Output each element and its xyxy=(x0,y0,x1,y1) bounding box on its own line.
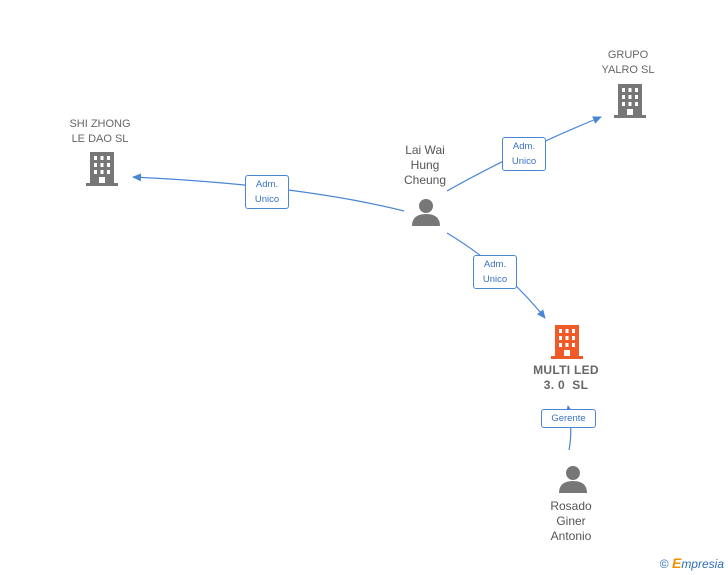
edge-badge-line1: Adm. xyxy=(483,259,507,270)
empresia-brand[interactable]: © Empresia xyxy=(660,555,724,571)
rosado-label-line2: Giner xyxy=(556,514,586,528)
lai-wai-label-line2: Hung xyxy=(410,158,440,172)
multi-led-label-line1: MULTI LED xyxy=(533,363,599,377)
brand-name: mpresia xyxy=(681,557,724,571)
edge-badge-to-multi-led[interactable]: Adm. Unico xyxy=(473,255,517,289)
building-icon[interactable] xyxy=(86,151,118,187)
multi-led-label-line2: 3. 0 SL xyxy=(543,378,589,392)
person-icon[interactable] xyxy=(411,198,441,226)
edge-badge-line1: Adm. xyxy=(512,141,536,152)
shi-zhong-label-line2: LE DAO SL xyxy=(71,133,129,145)
copyright-icon: © xyxy=(659,557,669,571)
edge-badge-line2: Unico xyxy=(254,194,280,205)
rosado-label-line1: Rosado xyxy=(550,499,592,513)
edge-badge-line2: Unico xyxy=(511,156,537,167)
edge-badge-line1: Adm. xyxy=(255,179,279,190)
brand-logo-e: E xyxy=(671,555,682,571)
shi-zhong-label-line1: SHI ZHONG xyxy=(69,118,131,130)
lai-wai-label-line1: Lai Wai xyxy=(405,143,445,157)
edge-badge-to-shi-zhong[interactable]: Adm. Unico xyxy=(245,175,289,209)
rosado-label-line3: Antonio xyxy=(550,529,592,543)
rosado-label[interactable]: Rosado Giner Antonio xyxy=(550,499,591,544)
shi-zhong-label[interactable]: SHI ZHONG LE DAO SL xyxy=(69,117,130,147)
lai-wai-label-line3: Cheung xyxy=(403,173,447,187)
grupo-yalro-label-line2: YALRO SL xyxy=(601,64,655,76)
edge-badge-line2: Unico xyxy=(482,274,508,285)
edge-badge-line1: Gerente xyxy=(551,413,586,424)
grupo-yalro-label-line1: GRUPO xyxy=(607,49,649,61)
building-icon[interactable] xyxy=(614,83,646,119)
grupo-yalro-label[interactable]: GRUPO YALRO SL xyxy=(602,48,655,78)
person-icon[interactable] xyxy=(558,465,588,493)
edge-badge-to-grupo-yalro[interactable]: Adm. Unico xyxy=(502,137,546,171)
lai-wai-label[interactable]: Lai Wai Hung Cheung xyxy=(404,143,446,188)
building-icon[interactable] xyxy=(551,324,583,360)
edge-badge-gerente[interactable]: Gerente xyxy=(541,409,596,428)
multi-led-label[interactable]: MULTI LED 3. 0 SL xyxy=(533,363,599,393)
